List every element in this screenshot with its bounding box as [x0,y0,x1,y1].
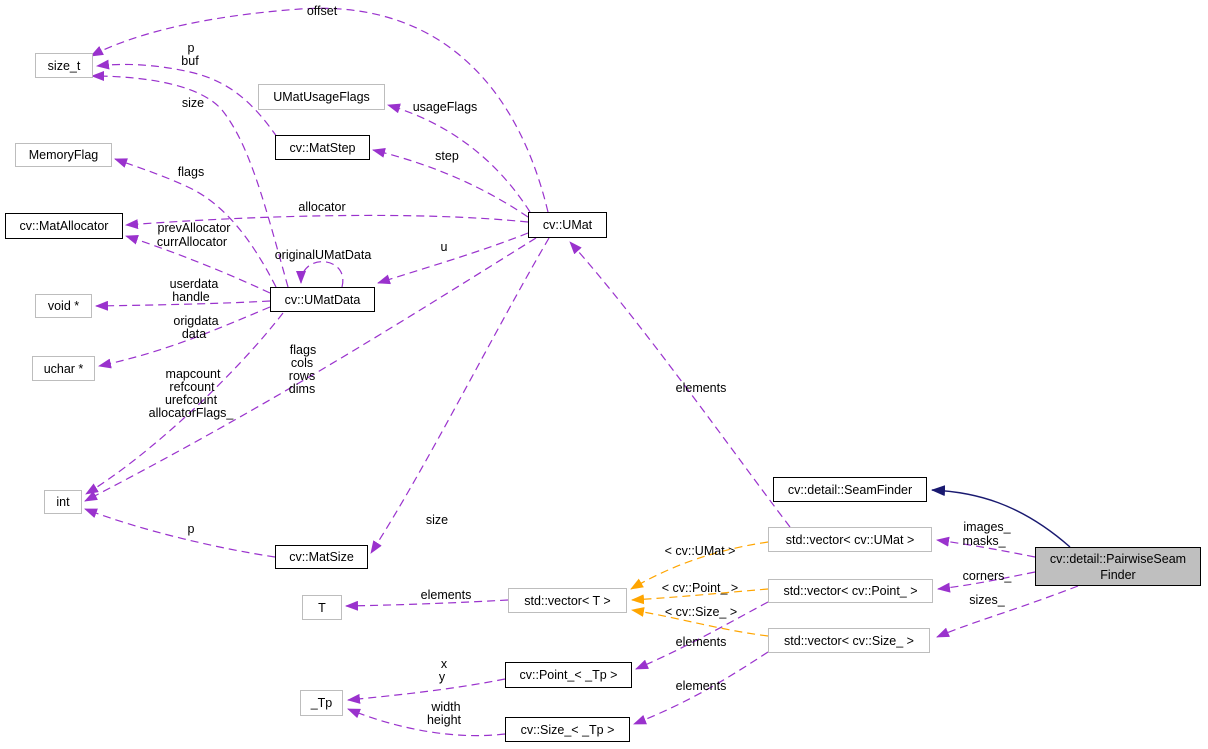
edge-label-origdata: origdata [173,314,219,328]
edge-inheritance-seamfinder [931,485,1071,548]
edge-label-elements-umat: elements [675,381,727,395]
edge-label-data: data [181,327,207,341]
node-cv-umat[interactable]: cv::UMat [528,212,607,238]
edge-label-dims: dims [288,382,316,396]
edge-p-int [84,508,276,558]
node-t[interactable]: T [302,595,342,620]
node-std-vector-cv-umat[interactable]: std::vector< cv::UMat > [768,527,932,552]
edge-size-sizet [91,71,289,288]
edge-label-elements-point: elements [675,635,727,649]
edge-label-handle: handle [172,290,210,304]
node-cv-detail-pairwiseseamfinder[interactable]: cv::detail::PairwiseSeam Finder [1035,547,1201,586]
node-memoryflag[interactable]: MemoryFlag [15,143,112,167]
node-tp[interactable]: _Tp [300,690,343,716]
edge-flags-cols-rows-dims-int [84,237,537,502]
node-umatusageflags[interactable]: UMatUsageFlags [258,84,385,110]
edge-label-template-size: < cv::Size_ > [664,605,738,619]
edge-template-umat [630,541,769,590]
edge-label-p-matstep: p [187,41,195,55]
node-cv-matstep[interactable]: cv::MatStep [275,135,370,160]
edge-sizes [936,585,1079,638]
edge-elements-t [345,599,509,611]
edge-label-template-umat: < cv::UMat > [664,544,736,558]
edge-label-images: images_ [963,520,1011,534]
edge-allocator [125,214,529,230]
node-cv-point-tp[interactable]: cv::Point_< _Tp > [505,662,632,688]
edge-offset [90,7,549,213]
edge-label-offset: offset [306,4,338,18]
node-uchar-ptr[interactable]: uchar * [32,356,95,381]
edge-elements-size [633,651,769,725]
edge-label-originalumatdata: originalUMatData [274,248,372,262]
edge-userdata-handle [95,300,271,311]
edge-label-elements-t: elements [420,588,472,602]
edge-label-refcount: refcount [169,380,215,394]
edge-label-mapcount: mapcount [165,367,221,381]
edge-template-size [631,607,769,637]
edge-size-matsize [370,237,550,554]
edge-elements-umat [569,241,791,528]
edge-label-size-sizet: size [181,96,205,110]
edge-label-u: u [440,240,448,254]
edge-label-size-matsize: size [425,513,449,527]
node-size-t[interactable]: size_t [35,53,93,78]
node-std-vector-cv-point[interactable]: std::vector< cv::Point_ > [768,579,933,603]
edge-label-p-int: p [187,522,195,536]
edge-label-sizes: sizes_ [969,593,1005,607]
edge-label-y: y [438,670,446,684]
edge-template-point [631,588,769,605]
node-cv-matsize[interactable]: cv::MatSize [275,545,368,569]
edge-label-x: x [440,657,448,671]
node-void-ptr[interactable]: void * [35,294,92,318]
node-cv-size-tp[interactable]: cv::Size_< _Tp > [505,717,630,742]
edge-label-step: step [435,149,459,163]
node-int[interactable]: int [44,490,82,514]
edge-label-allocator: allocator [298,200,346,214]
edge-label-prevallocator: prevAllocator [157,221,231,235]
edge-label-elements-size: elements [675,679,727,693]
edge-x-y [347,678,506,704]
edge-label-userdata: userdata [169,277,219,291]
edge-label-rows: rows [288,369,316,383]
edge-step [372,147,529,218]
edge-origdata-data [98,306,271,369]
edge-u [377,232,529,285]
edge-label-flags-int: flags [289,343,317,357]
edge-usageflags [387,103,531,213]
edge-label-buf: buf [181,54,199,68]
node-cv-detail-seamfinder[interactable]: cv::detail::SeamFinder [773,477,927,502]
edge-label-cols: cols [290,356,314,370]
edge-label-currallocator: currAllocator [156,235,228,249]
edge-p-buf [96,59,278,138]
edge-label-urefcount: urefcount [164,393,218,407]
edge-label-usageflags: usageFlags [412,100,478,114]
node-std-vector-cv-size[interactable]: std::vector< cv::Size_ > [768,628,930,653]
edge-label-template-point: < cv::Point_ > [661,581,739,595]
edge-label-height: height [426,713,462,727]
node-std-vector-t[interactable]: std::vector< T > [508,588,627,613]
edge-elements-point [635,601,769,670]
edge-label-flags-memory: flags [177,165,205,179]
edge-original-umatdata-selfloop [296,261,344,288]
edge-label-allocatorflags: allocatorFlags_ [148,406,234,420]
node-cv-umatdata[interactable]: cv::UMatData [270,287,375,312]
edge-mapcount-int [85,312,284,495]
edge-label-masks: masks_ [962,534,1006,548]
edge-label-corners: corners_ [962,569,1012,583]
node-cv-matallocator[interactable]: cv::MatAllocator [5,213,123,239]
edge-flags-memoryflag [114,158,277,288]
edge-prev-curr-allocator [125,234,271,294]
edge-label-width: width [431,700,461,714]
edge-width-height [347,708,506,737]
